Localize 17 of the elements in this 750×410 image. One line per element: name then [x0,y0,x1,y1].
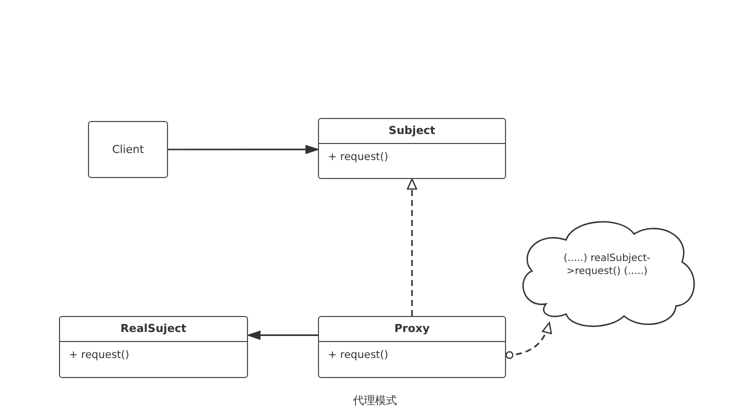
association-arrow [168,144,318,154]
class-name: Proxy [393,321,431,337]
association-arrow [248,330,318,340]
class-box [318,316,506,378]
class-name: RealSuject [120,321,188,337]
method-text: + request() [328,151,388,163]
class-box [318,118,506,179]
method-text: + request() [69,349,130,361]
class-name: Client [112,143,144,156]
class-name: Subject [388,123,436,139]
note-text: (.....) realSubject->request() (.....) [562,252,652,278]
caption: 代理模式 [353,395,397,408]
class-box [88,121,168,178]
method-text: + request() [328,349,388,361]
realization-arrow [406,178,418,316]
class-box [59,316,248,378]
dependency-arrow [506,322,552,359]
